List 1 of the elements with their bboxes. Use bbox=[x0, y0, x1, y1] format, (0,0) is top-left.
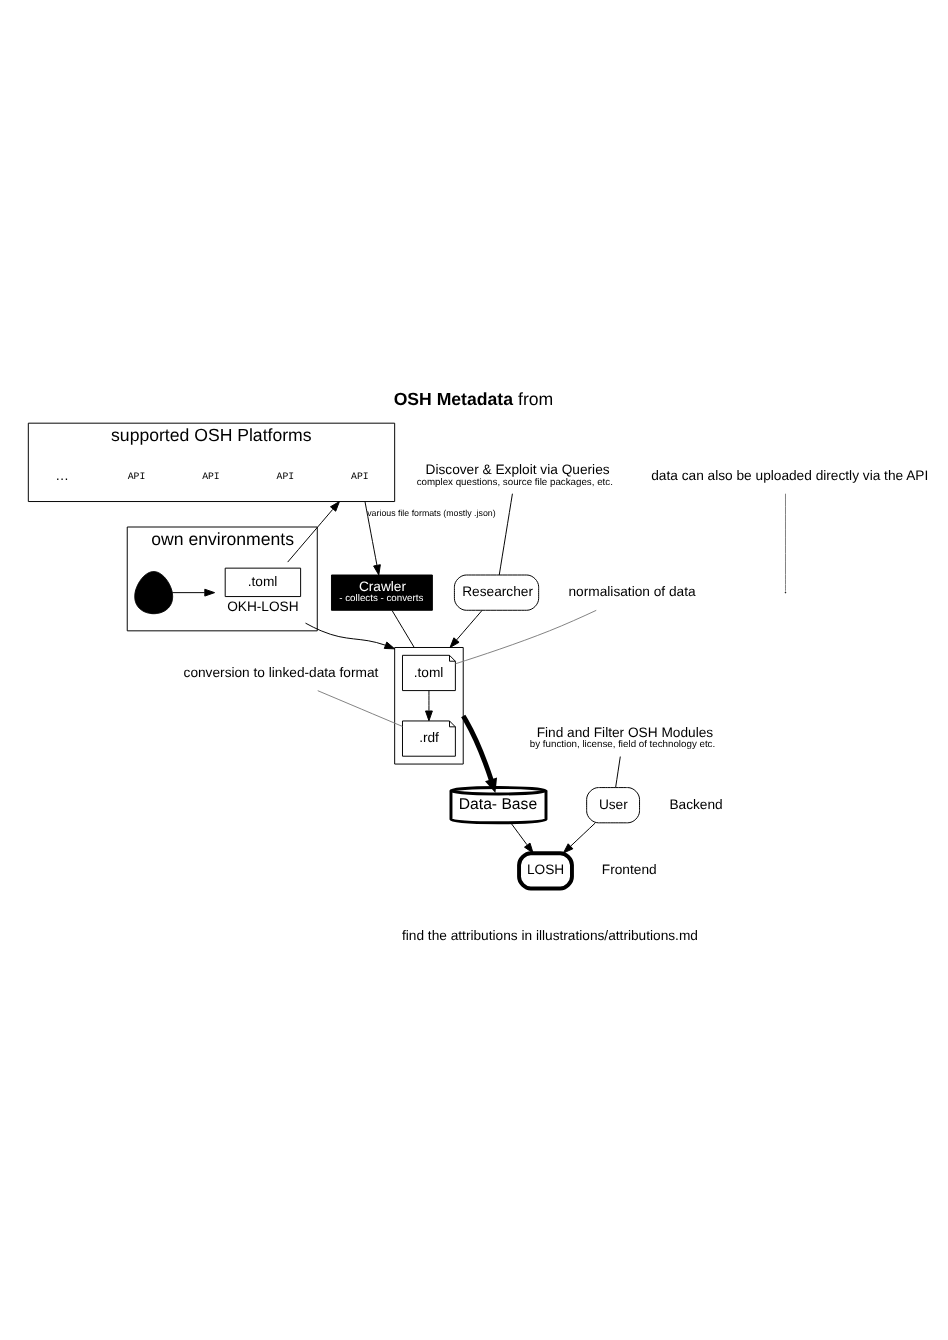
diagram-title: OSH Metadata from bbox=[393, 387, 554, 408]
